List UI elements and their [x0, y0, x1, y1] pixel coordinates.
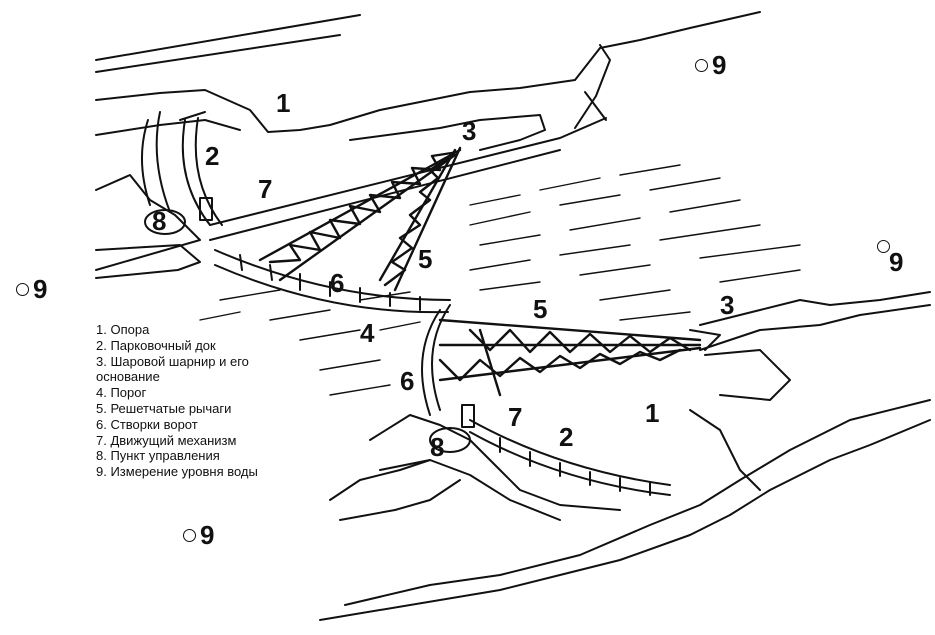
legend-item: 5. Решетчатые рычаги	[96, 400, 232, 416]
gauge-label: 9	[200, 520, 215, 550]
upper-lattice-arm	[258, 146, 462, 292]
legend-item: 6. Створки ворот	[96, 416, 198, 432]
upper-gate-leaf	[214, 249, 451, 314]
marker-drive-upper: 7	[258, 174, 272, 204]
water-lines	[199, 164, 801, 396]
legend-item: 1. Опора	[96, 322, 150, 337]
legend-item: 7. Движущий механизм	[96, 432, 237, 448]
marker-joint-lower: 3	[720, 290, 734, 320]
gauge-label: 9	[712, 50, 727, 80]
gauge-marker-bottom: 9	[183, 520, 214, 551]
marker-drive-lower: 7	[508, 402, 522, 432]
marker-joint-upper: 3	[462, 116, 476, 146]
marker-sill: 4	[360, 318, 375, 348]
marker-control-upper: 8	[152, 206, 166, 236]
control-points	[144, 197, 475, 453]
legend: 1. Опора 2. Парковочный док 3. Шаровой ш…	[96, 322, 296, 480]
legend-item: 8. Пункт управления	[96, 448, 220, 464]
gauge-circle-icon	[877, 240, 890, 253]
gauge-marker-right: 9	[877, 240, 903, 278]
upper-bank	[95, 11, 761, 279]
legend-item: 4. Порог	[96, 385, 147, 401]
gauge-circle-icon	[695, 59, 708, 72]
lower-lattice-arm	[438, 318, 702, 397]
marker-dock-lower: 2	[559, 422, 573, 452]
gauge-marker-left: 9	[16, 274, 47, 305]
marker-arms-upper: 5	[418, 244, 432, 274]
marker-gate-upper: 6	[330, 268, 344, 298]
lower-gate-leaf	[421, 304, 671, 496]
gauge-label: 9	[33, 274, 48, 304]
lower-bank	[319, 291, 931, 621]
legend-item: 2. Парковочный док	[96, 337, 216, 353]
gauge-circle-icon	[16, 283, 29, 296]
marker-support-upper: 1	[276, 88, 290, 118]
legend-item: 3. Шаровой шарнир и его основание	[96, 353, 249, 385]
upper-dock	[179, 111, 223, 226]
marker-dock-upper: 2	[205, 141, 219, 171]
marker-arms-lower: 5	[533, 294, 547, 324]
marker-support-lower: 1	[645, 398, 659, 428]
legend-item: 9. Измерение уровня воды	[96, 464, 258, 480]
marker-control-lower: 8	[430, 432, 444, 462]
marker-gate-lower: 6	[400, 366, 414, 396]
gauge-marker-top: 9	[695, 50, 726, 81]
gauge-circle-icon	[183, 529, 196, 542]
gauge-label: 9	[889, 247, 904, 277]
